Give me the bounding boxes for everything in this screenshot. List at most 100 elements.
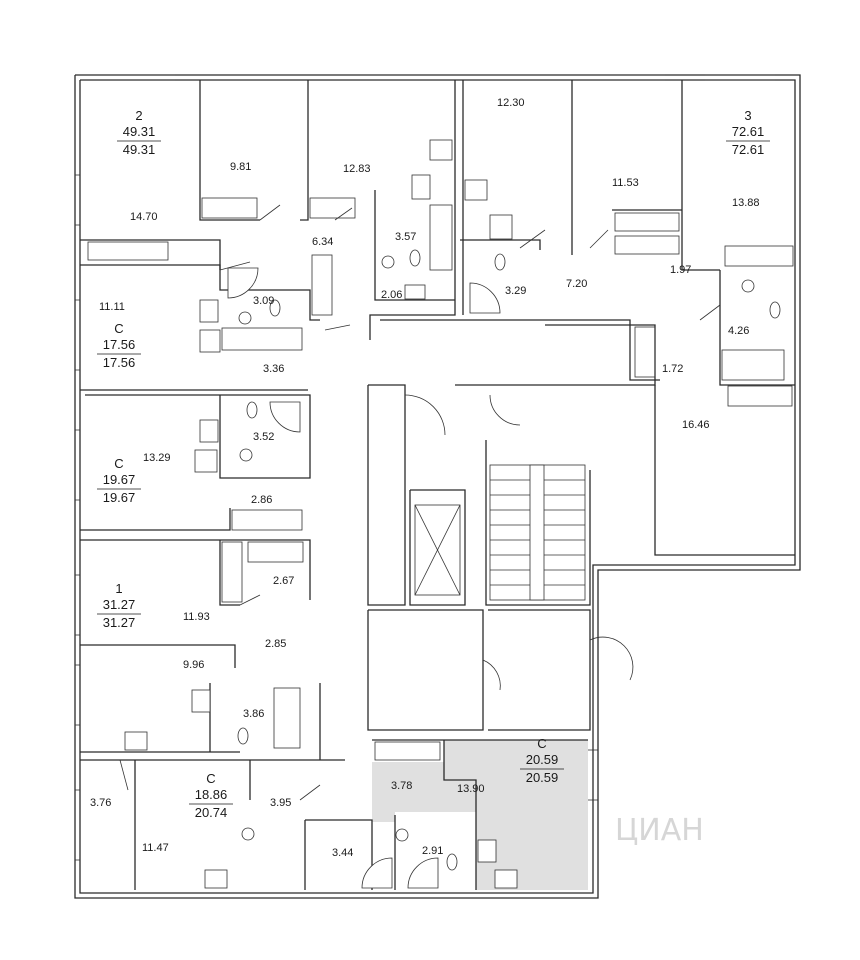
apartment-type: 2 — [135, 108, 142, 123]
sink-icon — [489, 214, 513, 240]
room-area-label: 3.36 — [263, 363, 284, 375]
room-area-label: 3.78 — [391, 780, 412, 792]
sink-icon — [477, 839, 497, 863]
room-area-label: 2.67 — [273, 575, 294, 587]
room-area-label: 2.85 — [265, 638, 286, 650]
room-area-label: 3.44 — [332, 847, 353, 859]
room-area-label: 4.26 — [728, 325, 749, 337]
washbasin-icon — [741, 279, 755, 293]
room-area-label: 2.06 — [381, 289, 402, 301]
toilet-icon — [237, 727, 249, 745]
room-area-label: 12.30 — [497, 97, 525, 109]
shower-icon — [469, 282, 501, 314]
bathtub-icon — [429, 204, 453, 271]
room-area-label: 14.70 — [130, 211, 158, 223]
highlighted-apartment-fill — [444, 740, 588, 890]
room-area-label: 13.88 — [732, 197, 760, 209]
apartment-living: 20.59 — [526, 770, 559, 785]
apartment-living: 72.61 — [732, 142, 765, 157]
room-area-label: 12.83 — [343, 163, 371, 175]
apartment-labels: 249.3149.31372.6172.61С17.5617.56С19.671… — [97, 108, 770, 820]
apartment-total: 20.59 — [526, 752, 559, 767]
apartment-type: С — [206, 771, 215, 786]
toilet-icon — [494, 253, 506, 271]
sink-icon — [191, 689, 211, 713]
toilet-icon — [769, 301, 781, 319]
toilet-icon — [269, 299, 281, 317]
sink-icon — [404, 284, 426, 300]
room-area-label: 3.52 — [253, 431, 274, 443]
toilet-icon — [246, 401, 258, 419]
apartment-living: 49.31 — [123, 142, 156, 157]
room-area-label: 3.57 — [395, 231, 416, 243]
room-area-label: 11.93 — [183, 611, 210, 623]
apartment-total: 31.27 — [103, 597, 136, 612]
washbasin-icon — [241, 827, 255, 841]
apartment-type: 1 — [115, 581, 122, 596]
fixtures — [124, 139, 785, 889]
stove-icon — [124, 731, 148, 751]
apartment-total: 19.67 — [103, 472, 136, 487]
room-area-label: 2.91 — [422, 845, 443, 857]
stove-icon — [204, 869, 228, 889]
room-area-label: 13.29 — [143, 452, 171, 464]
hatching — [87, 197, 794, 761]
watermark: ЦИАН — [615, 813, 704, 848]
apartment-type: С — [114, 321, 123, 336]
room-area-label: 1.72 — [662, 363, 683, 375]
toilet-icon — [409, 249, 421, 267]
washbasin-icon — [239, 448, 253, 462]
room-area-label: 3.09 — [253, 295, 274, 307]
room-area-label: 7.20 — [566, 278, 587, 290]
apartment-total: 17.56 — [103, 337, 136, 352]
apartment-living: 31.27 — [103, 615, 136, 630]
apartment-type: С — [537, 736, 546, 751]
stove-icon — [194, 449, 218, 473]
room-area-label: 3.86 — [243, 708, 264, 720]
sink-icon — [199, 299, 219, 323]
room-area-label: 11.53 — [612, 177, 639, 189]
sink-icon — [411, 174, 431, 200]
room-area-label: 3.76 — [90, 797, 111, 809]
apartment-living: 17.56 — [103, 355, 136, 370]
room-area-label: 3.95 — [270, 797, 291, 809]
apartment-type: С — [114, 456, 123, 471]
highlighted-apartment-fill — [372, 762, 444, 822]
stove-icon — [464, 179, 488, 201]
shower-icon — [361, 857, 393, 889]
room-area-label: 16.46 — [682, 419, 710, 431]
room-area-label: 6.34 — [312, 236, 333, 248]
stove-icon — [199, 329, 221, 353]
room-area-label: 13.90 — [457, 783, 485, 795]
washbasin-icon — [381, 255, 395, 269]
shower-icon — [407, 857, 439, 889]
washbasin-icon — [395, 828, 409, 842]
room-area-label: 11.11 — [99, 301, 125, 313]
room-area-label: 9.96 — [183, 659, 204, 671]
bathtub-icon — [273, 687, 301, 749]
shower-icon — [227, 267, 259, 299]
windows — [75, 74, 775, 861]
apartment-total: 18.86 — [195, 787, 228, 802]
apartment-type: 3 — [744, 108, 751, 123]
room-area-label: 1.97 — [670, 264, 691, 276]
doors — [119, 204, 721, 801]
room-area-label: 3.29 — [505, 285, 526, 297]
outer-walls — [74, 74, 801, 899]
sink-icon — [199, 419, 219, 443]
apartment-total: 72.61 — [732, 124, 765, 139]
stove-icon — [429, 139, 453, 161]
elevator — [414, 504, 461, 596]
apartment-living: 19.67 — [103, 490, 136, 505]
stairs — [489, 464, 586, 601]
shower-icon — [269, 401, 301, 433]
washbasin-icon — [238, 311, 252, 325]
